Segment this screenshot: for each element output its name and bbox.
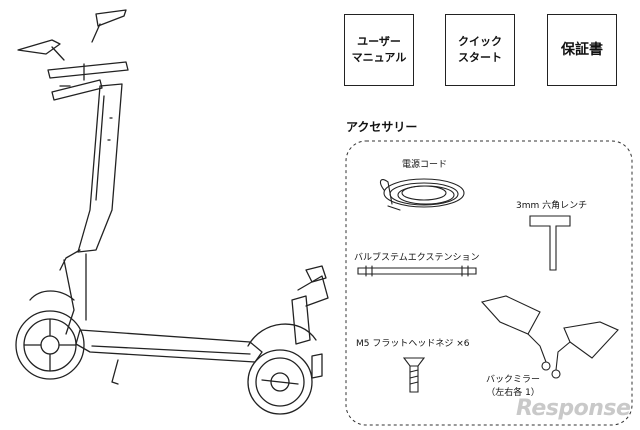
valve-extension-label: バルブステムエクステンション <box>354 250 479 263</box>
mirror-left-icon <box>482 296 550 370</box>
screw-icon <box>404 358 424 392</box>
valve-extension-icon <box>358 266 476 276</box>
power-cord-icon <box>381 179 464 210</box>
watermark-logo: Response <box>516 396 630 421</box>
screws-label: M5 フラットヘッドネジ ×6 <box>356 336 469 349</box>
mirror-right-icon <box>552 322 618 378</box>
hex-wrench-icon <box>530 216 570 270</box>
hex-wrench-label: 3mm 六角レンチ <box>516 198 587 211</box>
mirror-label: バックミラー （左右各 1） <box>486 372 540 398</box>
power-cord-label: 電源コード <box>402 157 447 170</box>
mirror-label-line1: バックミラー <box>486 372 540 385</box>
